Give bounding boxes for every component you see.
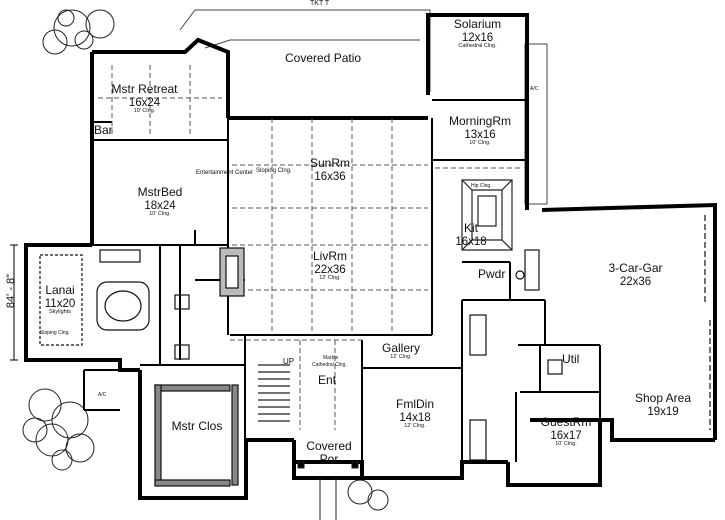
- room-mstr-bed: MstrBed 18x24 10' Clng.: [137, 185, 183, 217]
- room-shop-area: Shop Area 19x19: [634, 391, 692, 418]
- room-mstr-clos: Mstr Clos: [171, 419, 223, 433]
- room-pwdr: Pwdr: [478, 267, 506, 281]
- room-covered-patio: Covered Patio: [285, 51, 362, 65]
- room-liv-rm: LivRm 22x36 12' Clng.: [312, 249, 347, 281]
- room-sun-rm: SunRm 16x36: [309, 156, 350, 183]
- dimension-line: [10, 244, 18, 361]
- room-morning-rm: MorningRm 13x16 10' Clng.: [448, 114, 511, 146]
- lanai-sloping-note: Sloping Clng.: [40, 330, 70, 336]
- room-gallery: Gallery 12' Clng.: [381, 341, 420, 360]
- exterior-walls: [24, 13, 717, 500]
- room-lanai: Lanai 11x20 Skylights: [44, 283, 76, 315]
- landscaping-trees: [22, 9, 389, 511]
- ac-label-right: A/C: [530, 86, 539, 92]
- dimension-label: 84' - 8": [5, 273, 18, 309]
- entertainment-center-label: Entertainment Center: [196, 170, 254, 176]
- ceiling-grid: [98, 65, 520, 430]
- porch-walk: [297, 461, 359, 520]
- room-covered-por: Covered Por: [306, 439, 352, 466]
- kitchen-island: [461, 179, 513, 251]
- room-bar: Bar: [94, 123, 113, 137]
- cathedral-ceiling-note: Cathedral Clng.: [312, 362, 347, 368]
- room-guest-rm: GuestRm 16x17 10' Clng.: [540, 415, 592, 447]
- room-fml-din: FmlDin 14x18 12' Clng.: [396, 397, 434, 429]
- interior-walls: [83, 99, 601, 462]
- room-ent: Ent: [318, 373, 337, 387]
- room-util: Util: [562, 352, 580, 366]
- room-mstr-retreat: Mstr Retreat 16x24 10' Clng.: [111, 82, 178, 114]
- ac-label-left: A/C: [98, 392, 107, 398]
- fixtures: [39, 215, 711, 487]
- room-kit: Kit 16x18: [455, 221, 487, 248]
- hip-ceiling-note: Hip Clng.: [471, 183, 492, 189]
- marble-note: Marble: [323, 355, 339, 361]
- stairs-up-label: UP: [283, 357, 295, 366]
- room-garage: 3-Car-Gar 22x36: [608, 261, 663, 288]
- top-dimension-fragment: TKT T: [310, 0, 330, 7]
- sunroom-ceiling-note: Sloping Clng.: [256, 168, 292, 174]
- room-solarium: Solarium 12x16 Cathedral Clng.: [453, 17, 502, 49]
